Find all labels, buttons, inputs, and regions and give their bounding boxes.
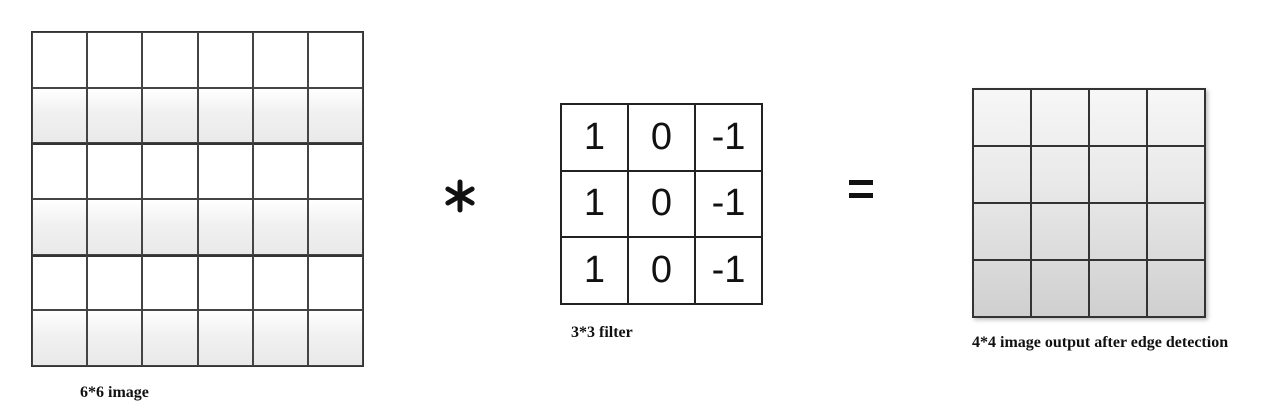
input-cell bbox=[32, 32, 88, 88]
input-cell bbox=[142, 199, 198, 255]
input-cell bbox=[197, 199, 253, 255]
output-image-caption: 4*4 image output after edge detection bbox=[972, 334, 1229, 351]
input-cell bbox=[87, 143, 143, 199]
output-cell bbox=[1031, 146, 1089, 203]
filter-cell: 1 bbox=[561, 104, 628, 171]
input-cell bbox=[87, 254, 143, 311]
output-cell bbox=[1089, 203, 1147, 260]
equals-sign-icon bbox=[849, 180, 873, 198]
input-cell bbox=[87, 310, 143, 366]
output-cell bbox=[1147, 260, 1205, 317]
input-cell bbox=[252, 254, 308, 311]
input-cell bbox=[197, 143, 253, 199]
input-cell bbox=[142, 87, 198, 144]
filter-cell: -1 bbox=[695, 170, 762, 238]
input-image-caption: 6*6 image bbox=[80, 384, 149, 401]
filter-cell: 1 bbox=[561, 237, 628, 304]
input-cell bbox=[307, 199, 363, 255]
input-cell bbox=[252, 87, 308, 144]
input-cell bbox=[32, 199, 88, 255]
input-cell bbox=[142, 254, 198, 311]
input-cell bbox=[307, 87, 363, 144]
input-cell bbox=[307, 310, 363, 366]
input-cell bbox=[87, 87, 143, 144]
output-cell bbox=[1089, 146, 1147, 203]
input-cell bbox=[307, 254, 363, 311]
output-cell bbox=[1031, 203, 1089, 260]
convolution-operator-icon bbox=[445, 179, 475, 213]
output-cell bbox=[1031, 260, 1089, 317]
filter-cell: 0 bbox=[628, 170, 695, 238]
input-cell bbox=[87, 199, 143, 255]
input-cell bbox=[32, 87, 88, 144]
input-cell bbox=[252, 199, 308, 255]
input-cell bbox=[32, 310, 88, 366]
input-cell bbox=[142, 143, 198, 199]
input-cell bbox=[142, 32, 198, 88]
input-cell bbox=[307, 32, 363, 88]
input-cell bbox=[252, 32, 308, 88]
input-cell bbox=[252, 310, 308, 366]
filter-cell: 0 bbox=[628, 104, 695, 171]
output-cell bbox=[973, 146, 1031, 203]
input-cell bbox=[32, 143, 88, 199]
filter-cell: 0 bbox=[628, 237, 695, 304]
input-cell bbox=[307, 143, 363, 199]
output-cell bbox=[973, 203, 1031, 260]
input-cell bbox=[197, 310, 253, 366]
output-image-grid bbox=[972, 88, 1206, 318]
input-cell bbox=[142, 310, 198, 366]
filter-cell: -1 bbox=[695, 237, 762, 304]
input-cell bbox=[197, 87, 253, 144]
output-cell bbox=[1147, 146, 1205, 203]
output-cell bbox=[973, 260, 1031, 317]
input-cell bbox=[87, 32, 143, 88]
filter-cell: 1 bbox=[561, 170, 628, 238]
filter-cell: -1 bbox=[695, 104, 762, 171]
output-cell bbox=[1147, 89, 1205, 146]
input-cell bbox=[252, 143, 308, 199]
input-cell bbox=[32, 254, 88, 311]
input-image-grid bbox=[31, 31, 364, 367]
input-cell bbox=[197, 254, 253, 311]
output-cell bbox=[1147, 203, 1205, 260]
output-image bbox=[972, 88, 1206, 318]
filter-caption: 3*3 filter bbox=[571, 324, 633, 341]
output-cell bbox=[973, 89, 1031, 146]
output-cell bbox=[1031, 89, 1089, 146]
output-cell bbox=[1089, 89, 1147, 146]
input-cell bbox=[197, 32, 253, 88]
output-cell bbox=[1089, 260, 1147, 317]
